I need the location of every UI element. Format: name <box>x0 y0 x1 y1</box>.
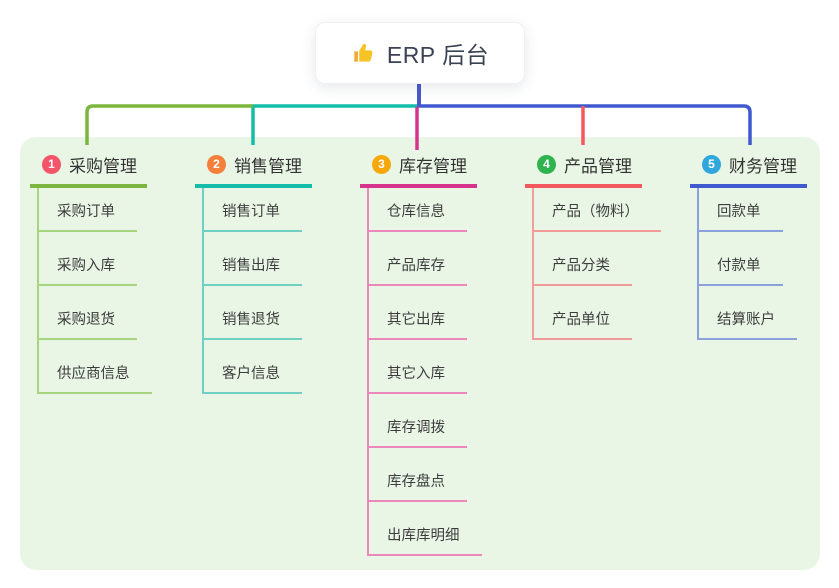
branches-panel: 1 采购管理 采购订单采购入库采购退货供应商信息 2 销售管理 销售订单销售出库… <box>20 137 820 570</box>
child-node[interactable]: 销售退货 <box>204 286 360 340</box>
child-label: 产品库存 <box>369 256 467 286</box>
child-node[interactable]: 产品（物料） <box>534 188 690 232</box>
child-label: 库存调拨 <box>369 418 467 448</box>
thumbs-up-icon <box>354 43 373 62</box>
child-label: 产品（物料） <box>534 202 661 232</box>
branch-topic[interactable]: 3 库存管理 <box>360 146 477 188</box>
child-node[interactable]: 仓库信息 <box>369 188 525 232</box>
branch-label: 产品管理 <box>564 157 632 176</box>
child-node[interactable]: 其它入库 <box>369 340 525 394</box>
child-label: 销售出库 <box>204 256 302 286</box>
branch-topic[interactable]: 5 财务管理 <box>690 146 807 188</box>
child-node[interactable]: 付款单 <box>699 232 839 286</box>
child-node[interactable]: 库存盘点 <box>369 448 525 502</box>
branch-label: 财务管理 <box>729 157 797 176</box>
child-node[interactable]: 采购订单 <box>39 188 195 232</box>
child-label: 供应商信息 <box>39 364 152 394</box>
branch-children: 销售订单销售出库销售退货客户信息 <box>202 188 360 394</box>
branch-label: 采购管理 <box>69 157 137 176</box>
root-node[interactable]: ERP 后台 <box>315 22 525 84</box>
child-label: 产品分类 <box>534 256 632 286</box>
child-node[interactable]: 结算账户 <box>699 286 839 340</box>
branch-label: 库存管理 <box>399 157 467 176</box>
child-label: 其它入库 <box>369 364 467 394</box>
branch-children: 回款单付款单结算账户 <box>697 188 839 340</box>
child-label: 库存盘点 <box>369 472 467 502</box>
branch-number-badge: 1 <box>42 155 61 174</box>
child-node[interactable]: 出库库明细 <box>369 502 525 556</box>
child-node[interactable]: 回款单 <box>699 188 839 232</box>
child-label: 付款单 <box>699 256 783 286</box>
branch-number-badge: 4 <box>537 155 556 174</box>
child-node[interactable]: 客户信息 <box>204 340 360 394</box>
branch-node: 4 产品管理 产品（物料） 产品分类产品单位 <box>525 146 690 340</box>
child-node[interactable]: 采购退货 <box>39 286 195 340</box>
child-node[interactable]: 产品库存 <box>369 232 525 286</box>
child-label: 其它出库 <box>369 310 467 340</box>
child-label: 产品单位 <box>534 310 632 340</box>
child-label: 采购入库 <box>39 256 137 286</box>
child-label: 采购订单 <box>39 202 137 232</box>
branch-children: 产品（物料） 产品分类产品单位 <box>532 188 690 340</box>
child-label: 销售订单 <box>204 202 302 232</box>
child-label: 采购退货 <box>39 310 137 340</box>
branch-topic[interactable]: 2 销售管理 <box>195 146 312 188</box>
branch-node: 5 财务管理 回款单付款单结算账户 <box>690 146 839 340</box>
branch-children: 仓库信息产品库存其它出库其它入库库存调拨库存盘点出库库明细 <box>367 188 525 556</box>
branch-topic[interactable]: 1 采购管理 <box>30 146 147 188</box>
child-label: 销售退货 <box>204 310 302 340</box>
branch-node: 3 库存管理 仓库信息产品库存其它出库其它入库库存调拨库存盘点出库库明细 <box>360 146 525 556</box>
child-label: 结算账户 <box>699 310 797 340</box>
branch-topic[interactable]: 4 产品管理 <box>525 146 642 188</box>
child-node[interactable]: 库存调拨 <box>369 394 525 448</box>
child-node[interactable]: 其它出库 <box>369 286 525 340</box>
child-node[interactable]: 供应商信息 <box>39 340 195 394</box>
child-node[interactable]: 产品分类 <box>534 232 690 286</box>
child-label: 仓库信息 <box>369 202 467 232</box>
branch-number-badge: 2 <box>207 155 226 174</box>
branch-children: 采购订单采购入库采购退货供应商信息 <box>37 188 195 394</box>
child-node[interactable]: 销售订单 <box>204 188 360 232</box>
child-label: 出库库明细 <box>369 526 482 556</box>
branch-number-badge: 5 <box>702 155 721 174</box>
branch-node: 2 销售管理 销售订单销售出库销售退货客户信息 <box>195 146 360 394</box>
root-title: ERP 后台 <box>386 42 490 68</box>
child-label: 客户信息 <box>204 364 302 394</box>
branch-number-badge: 3 <box>372 155 391 174</box>
child-node[interactable]: 产品单位 <box>534 286 690 340</box>
child-node[interactable]: 销售出库 <box>204 232 360 286</box>
branch-label: 销售管理 <box>234 157 302 176</box>
branch-node: 1 采购管理 采购订单采购入库采购退货供应商信息 <box>30 146 195 394</box>
child-label: 回款单 <box>699 202 783 232</box>
child-node[interactable]: 采购入库 <box>39 232 195 286</box>
